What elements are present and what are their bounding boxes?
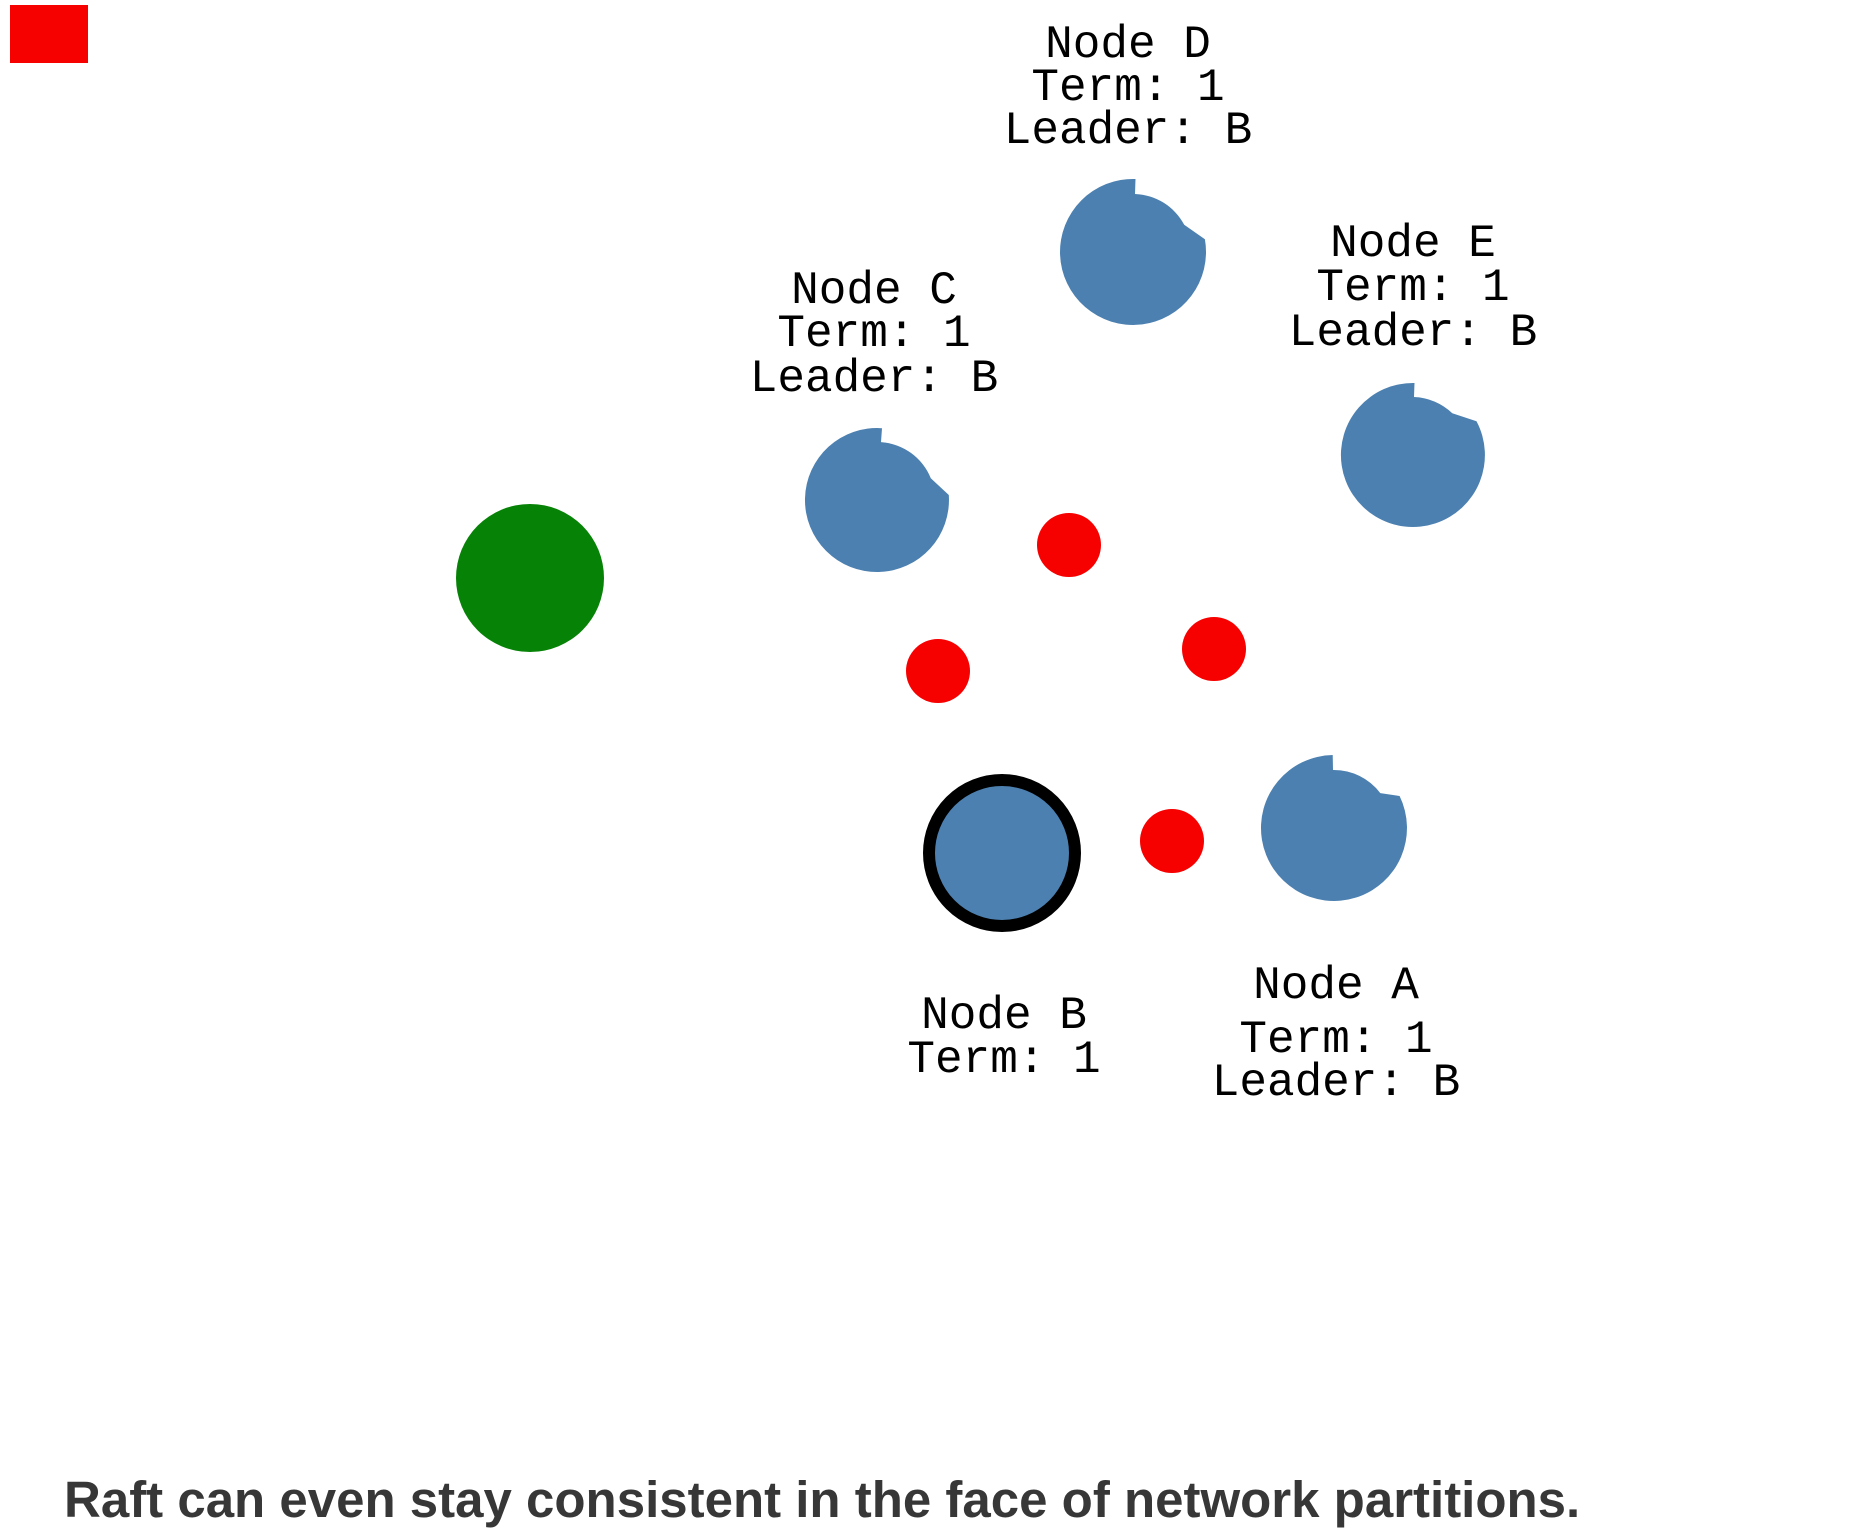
node-e-label-line-3: Leader: B: [1289, 307, 1537, 359]
message-dot-3: [906, 639, 970, 703]
node-a-label-line-3: Leader: B: [1212, 1057, 1460, 1109]
node-b-label-line-1: Node B: [921, 990, 1087, 1042]
message-dot-4: [1140, 809, 1204, 873]
node-d-label-line-2: Term: 1: [1031, 62, 1224, 114]
node-d-label-line-3: Leader: B: [1004, 105, 1252, 157]
node-d-label-line-1: Node D: [1045, 19, 1211, 71]
node-d-circle: [1060, 178, 1207, 325]
caption: Raft can even stay consistent in the fac…: [64, 1471, 1580, 1528]
node-a-label-line-1: Node A: [1253, 960, 1419, 1012]
node-b-circle: [923, 774, 1081, 932]
node-e-circle: [1340, 382, 1485, 527]
node-e-label-line-1: Node E: [1330, 218, 1496, 270]
node-c-label-line-2: Term: 1: [777, 308, 970, 360]
message-dot-2: [1182, 617, 1246, 681]
node-c-group: Node C Term: 1 Leader: B: [750, 265, 998, 573]
node-c-label-line-3: Leader: B: [750, 353, 998, 405]
node-b-group: Node B Term: 1: [907, 774, 1101, 1086]
node-c-label-line-1: Node C: [791, 265, 957, 317]
node-a-label-line-2: Term: 1: [1239, 1014, 1432, 1066]
node-c-circle: [804, 428, 949, 573]
node-a-group: Node A Term: 1 Leader: B: [1212, 755, 1460, 1109]
red-marker: [10, 5, 88, 63]
green-client-circle: [456, 504, 604, 652]
message-dot-1: [1037, 513, 1101, 577]
node-e-group: Node E Term: 1 Leader: B: [1289, 218, 1537, 527]
node-e-label-line-2: Term: 1: [1316, 262, 1509, 314]
node-b-label-line-2: Term: 1: [907, 1034, 1100, 1086]
node-d-group: Node D Term: 1 Leader: B: [1004, 19, 1252, 325]
node-a-circle: [1260, 755, 1407, 901]
